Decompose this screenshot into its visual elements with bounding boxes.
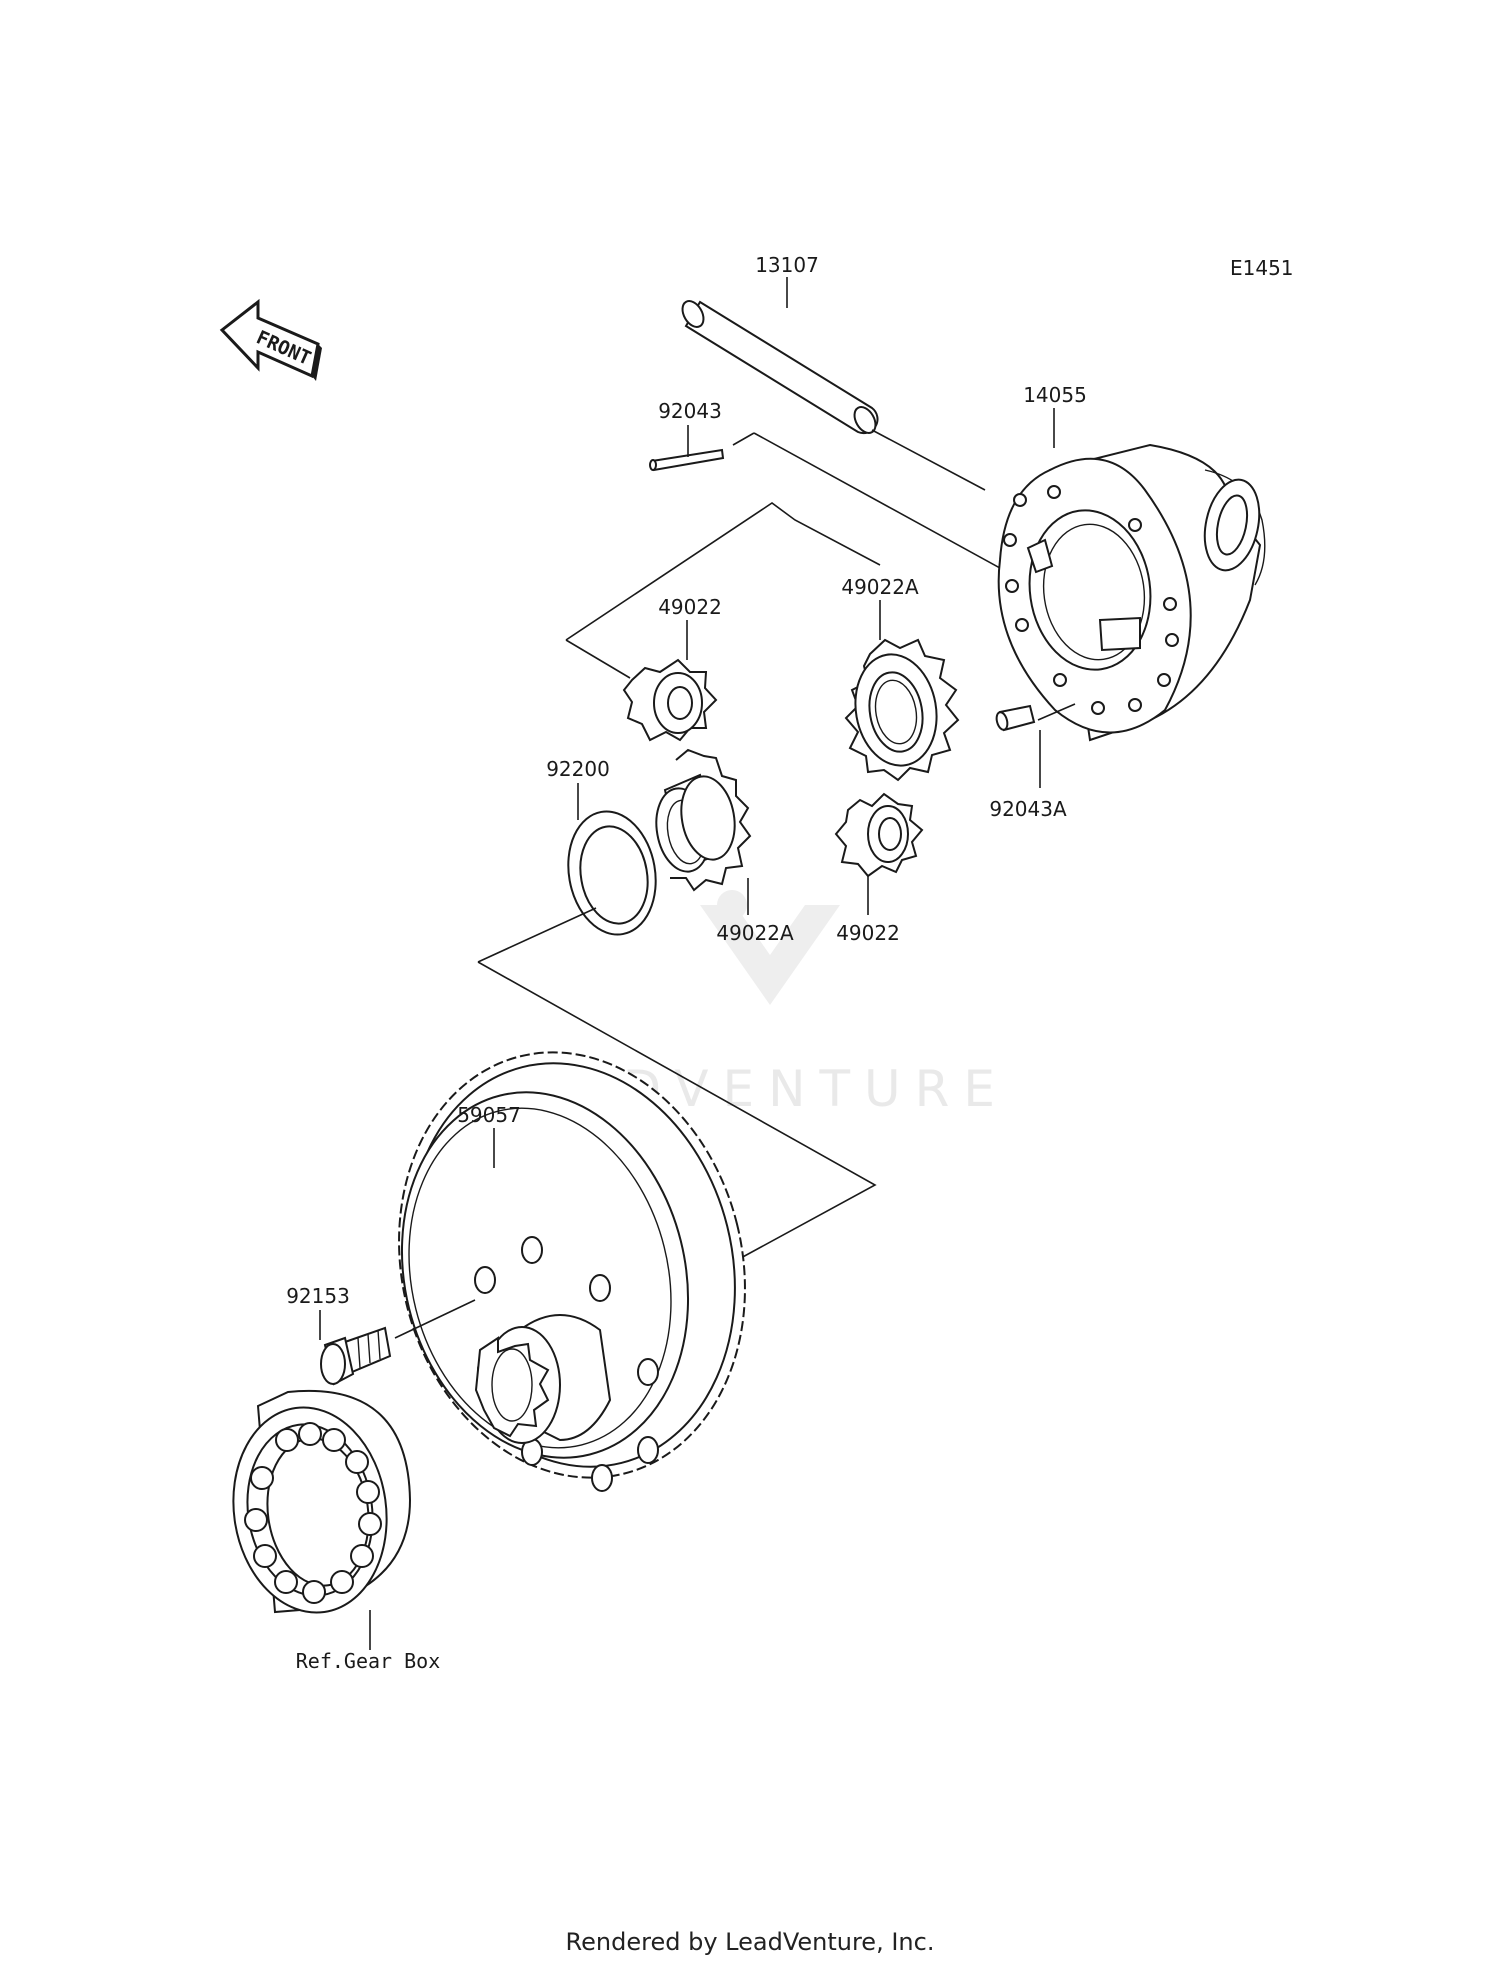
label-59057: 59057 — [457, 1103, 521, 1127]
label-49022-upper: 49022 — [658, 595, 722, 619]
label-92043a: 92043A — [989, 797, 1067, 821]
pin-92043a — [995, 703, 1076, 732]
front-arrow-icon: FRONT — [219, 298, 322, 381]
side-gear-49022a-lower — [655, 748, 752, 892]
washer-92200 — [567, 810, 657, 936]
leader-group-lower — [477, 907, 597, 963]
ring-gear-59057 — [398, 1051, 746, 1492]
pinion-gear-49022-lower — [834, 792, 924, 878]
pinion-gear-49022-upper — [622, 658, 718, 742]
label-49022-lower: 49022 — [836, 921, 900, 945]
leader-group-upper — [565, 502, 881, 641]
pin-92043 — [649, 432, 1041, 591]
label-13107: 13107 — [755, 253, 819, 277]
label-49022a-lower: 49022A — [716, 921, 794, 945]
shaft-13107 — [681, 300, 986, 491]
bearing-ref-gear-box — [232, 1389, 412, 1614]
bolt-92153 — [320, 1299, 476, 1386]
label-14055: 14055 — [1023, 383, 1087, 407]
side-gear-49022a-upper — [844, 638, 960, 782]
differential-housing-14055 — [997, 443, 1266, 742]
label-92200: 92200 — [546, 757, 610, 781]
label-ref-gear-box: Ref.Gear Box — [296, 1649, 441, 1673]
label-92043: 92043 — [658, 399, 722, 423]
label-49022a-upper: 49022A — [841, 575, 919, 599]
label-92153: 92153 — [286, 1284, 350, 1308]
diagram-code: E1451 — [1230, 256, 1294, 280]
footer-credit: Rendered by LeadVenture, Inc. — [565, 1928, 935, 1956]
